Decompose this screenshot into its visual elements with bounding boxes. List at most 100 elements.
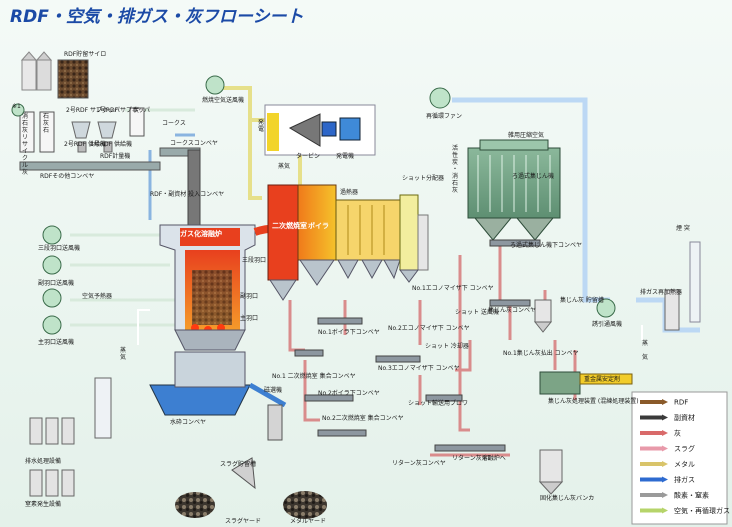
label-generation: 発電 (258, 118, 264, 133)
legend-label: メタル (674, 460, 695, 469)
legend-arrow (662, 507, 668, 514)
label-feeder1: 1号RDF 供給機 (90, 140, 132, 148)
label-turbine: タービン (296, 152, 320, 160)
label-shot-transport: ショット輸送用ブロワ (408, 399, 468, 407)
label-tertiary-tuyere: 三段羽口 (242, 256, 266, 264)
label-steam-right: 蒸 気 (642, 339, 648, 361)
label-primary-tuyere: 主羽口 (240, 314, 258, 322)
turbine-generator (264, 104, 376, 156)
label-fan-primary: 主羽口送風機 (38, 338, 74, 346)
label-steam-left: 蒸気 (120, 346, 126, 361)
legend-label: 副資材 (674, 413, 695, 422)
label-hopper2: 2号RDF サブホッパ (66, 106, 120, 114)
tanks-left (29, 377, 112, 497)
diagram-title: RDF・空気・排ガス・灰フローシート (10, 7, 303, 27)
label-rdf-aux-feeder: RDF・副資材 投入コンベヤ (150, 190, 224, 198)
legend-arrow (662, 399, 668, 405)
label-boiler: ボイラ (308, 221, 329, 230)
label-secondary-collect2: No.2二次燃焼室 集合コンベヤ (322, 414, 404, 422)
label-steam-top: 蒸気 (278, 162, 290, 170)
legend-arrow (662, 445, 668, 452)
label-return-label: リターン灰溶融炉へ (452, 454, 506, 462)
label-shot-blower1: ショット 送風機 (455, 308, 499, 316)
label-air-preheater: 空気予熱器 (82, 292, 112, 300)
secondary-combustion-chamber (267, 184, 299, 301)
label-rdf-meter: RDF計量機 (100, 152, 130, 160)
label-furnace: ガス化溶融炉 (180, 229, 222, 238)
label-star2: ※1 (482, 455, 491, 462)
label-exhaust-reheater: 排ガス再加熱器 (640, 288, 682, 296)
rdf-conveyor (19, 147, 201, 171)
label-eco2-conveyor: No.2エコノマイザ下 コンベヤ (388, 325, 470, 332)
label-dust-out-conveyor: No.1集じん灰払出 コンベヤ (503, 349, 579, 357)
label-dust-conveyor: 集じん灰コンベヤ (488, 306, 536, 314)
bag-filter (467, 139, 561, 241)
label-charcoal: 炭 (133, 107, 139, 114)
label-rdf-other-conveyor: RDFその他コンベヤ (40, 172, 94, 180)
label-rdf-silo: RDF貯留サイロ (64, 50, 106, 58)
slag-pile (175, 404, 327, 519)
stack (689, 241, 701, 323)
conveyors (294, 239, 541, 452)
legend-label: 空気・再循環ガス (674, 506, 730, 515)
legend-arrow (662, 430, 668, 436)
rdf-hoppers (19, 107, 145, 153)
label-bag-filter-conveyor: ろ過式集じん機下コンベヤ (510, 241, 582, 249)
dust-silo (533, 299, 581, 495)
label-secondary-chamber: 二次燃焼室 (272, 221, 307, 230)
label-generator: 発電機 (336, 152, 354, 160)
label-recirc-fan: 再循環ファン (426, 112, 462, 120)
label-shot-cooler: ショット 冷却器 (425, 342, 469, 350)
label-superheater: 過熱器 (340, 188, 358, 196)
label-secondary-tuyere: 副羽口 (240, 292, 258, 300)
legend-label: 酸素・窒素 (674, 491, 709, 500)
water-granulation-conveyor (149, 351, 287, 416)
label-sludge: 窒素発生設備 (25, 500, 61, 508)
legend-arrow (662, 461, 668, 467)
label-compressed-air: 雑用圧縮空気 (508, 131, 544, 139)
label-dust-silo: 集じん灰 貯留槽 (560, 296, 604, 304)
rdf-silo (20, 51, 89, 99)
label-bag-filter: ろ過式集じん機 (512, 172, 554, 180)
label-dust-treatment: 集じん灰処理装置 (混練処理装置) (548, 397, 639, 405)
legend-label: スラグ (674, 444, 695, 453)
label-water-conveyor: 水砕コンベヤ (170, 418, 206, 426)
label-slag-yard: スラグヤード (225, 517, 261, 525)
label-quicklime: 消石灰リサイクル灰 (22, 112, 28, 176)
label-induced-fan: 誘引通風機 (592, 320, 622, 328)
gasification-melting-furnace (159, 149, 297, 351)
label-eco3-conveyor: No.3エコノマイザ下 コンベヤ (378, 365, 460, 372)
label-coke: コークス (162, 120, 186, 127)
label-hopper1: 1号RDF サブホッパ (96, 106, 150, 114)
label-feeder2: 2号RDF 供給機 (64, 140, 106, 148)
label-slag-storage: スラグ貯留槽 (220, 460, 256, 468)
label-star1: ※1 (12, 103, 21, 110)
label-wastewater: 排水処理設備 (25, 457, 61, 465)
label-activated-carbon: 活性炭・消石灰 (452, 144, 458, 194)
legend-arrow (662, 414, 668, 421)
label-fan-tertiary: 三段羽口送風機 (38, 244, 80, 252)
label-fan-secondary: 副羽口送風機 (38, 279, 74, 287)
fan-icons (11, 75, 616, 335)
legend-label: RDF (674, 399, 688, 407)
label-solidified-bunker: 固化集じん灰バンカ (540, 494, 594, 502)
label-boiler1-conveyor: No.1ボイラ下コンベヤ (318, 328, 380, 336)
legend-arrow (662, 492, 668, 498)
legend-panel (631, 391, 728, 525)
label-fuel-air-fan: 燃焼空気送風機 (202, 96, 244, 104)
label-coke-conveyor: コークスコンベヤ (170, 140, 218, 147)
legend-label: 灰 (674, 429, 681, 438)
legend-label: 排ガス (674, 475, 695, 484)
label-eco1-conveyor: No.1エコノマイザ下 コンベヤ (412, 285, 494, 292)
exhaust-reheater (664, 289, 680, 331)
label-return-conveyor: リターン灰コンベヤ (392, 459, 446, 467)
steam-lines (137, 309, 643, 345)
boiler (297, 184, 337, 286)
label-shot-distributor: ショット分配器 (402, 174, 444, 182)
label-boiler2-conveyor: No.2ボイラ下コンベヤ (318, 389, 380, 397)
legend-arrow (662, 476, 668, 483)
